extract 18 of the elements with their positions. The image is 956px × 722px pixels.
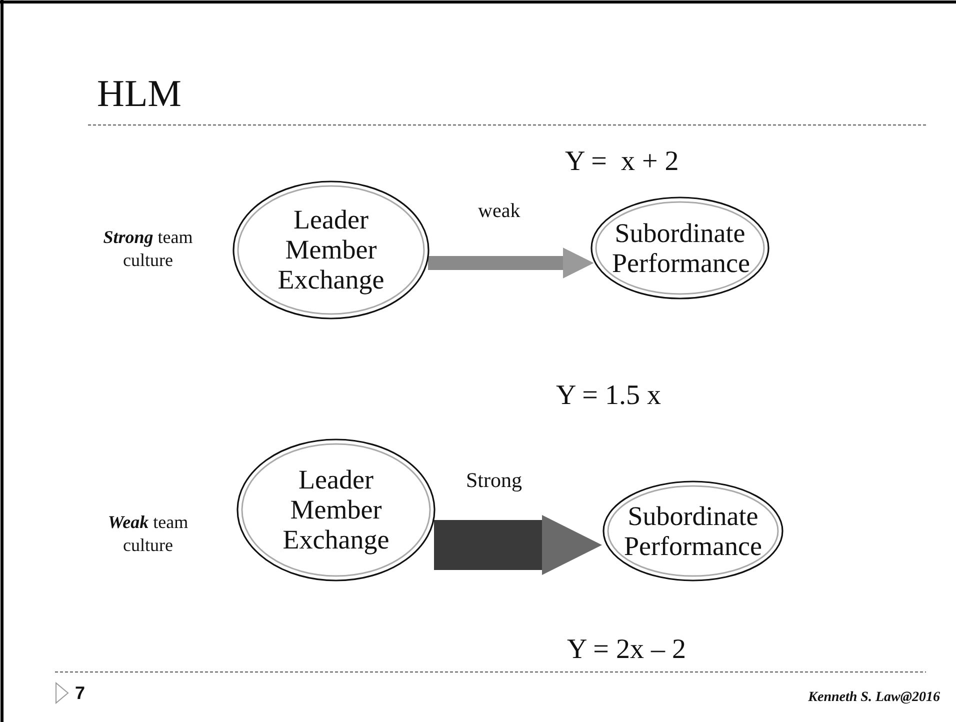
edge-label: weak [478,200,520,223]
node-label: Leader Member Exchange [282,464,390,556]
edge-label: Strong [466,468,522,493]
equation: Y = x + 2 [565,146,679,178]
side-note: Weak team culture [106,511,190,558]
side-note: Strong team culture [102,226,194,272]
ellipse-node [590,196,770,300]
ellipse-node [236,438,436,582]
equation: Y = 2x – 2 [567,634,686,666]
page-number: 7 [75,683,86,704]
node-label: Subordinate Performance [624,500,762,562]
slide-title: HLM [97,72,182,116]
node-label: Leader Member Exchange [276,204,386,296]
ellipse-node [602,480,784,582]
footer-credit: Kenneth S. Law@2016 [807,690,940,706]
equation: Y = 1.5 x [556,380,661,412]
ellipse-node [232,180,430,320]
node-label: Subordinate Performance [612,218,748,278]
